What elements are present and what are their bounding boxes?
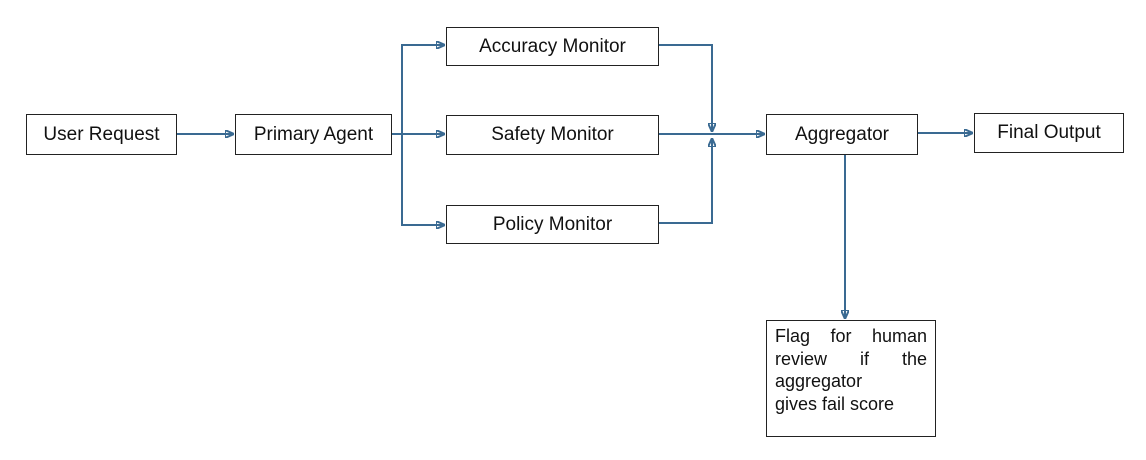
aggregator-label: Aggregator [794,123,889,145]
flag-word: Flag [775,326,811,346]
flag-text-line-1: Flag for human [775,325,927,348]
final-output-box: Final Output [974,113,1124,153]
flag-word: the [901,348,927,369]
user-request-box: User Request [26,114,177,155]
arrow-accuracy-to-junction [659,44,712,131]
flag-word: human [871,326,927,346]
flag-word: for [830,326,852,346]
flag-word: review [775,348,828,369]
arrow-policy-to-junction [659,139,712,224]
accuracy-monitor-box: Accuracy Monitor [446,27,659,66]
flag-word: if [859,348,869,369]
arrow-primary-to-policy [401,134,444,225]
safety-monitor-label: Safety Monitor [491,124,614,145]
human-review-flag-box: Flag for human review if the aggregator … [766,320,936,437]
safety-monitor-box: Safety Monitor [446,115,659,155]
flag-text-line-4: gives fail score [775,393,895,414]
final-output-label: Final Output [997,122,1101,143]
flag-text-line-3: aggregator [775,371,863,391]
primary-agent-box: Primary Agent [235,114,392,155]
accuracy-monitor-label: Accuracy Monitor [479,35,626,57]
policy-monitor-box: Policy Monitor [446,205,659,244]
arrow-primary-to-accuracy [392,45,444,135]
user-request-label: User Request [43,123,160,145]
primary-agent-label: Primary Agent [253,123,374,145]
aggregator-box: Aggregator [766,114,918,155]
policy-monitor-label: Policy Monitor [492,213,613,235]
flag-text-line-2: review if the [775,348,927,371]
